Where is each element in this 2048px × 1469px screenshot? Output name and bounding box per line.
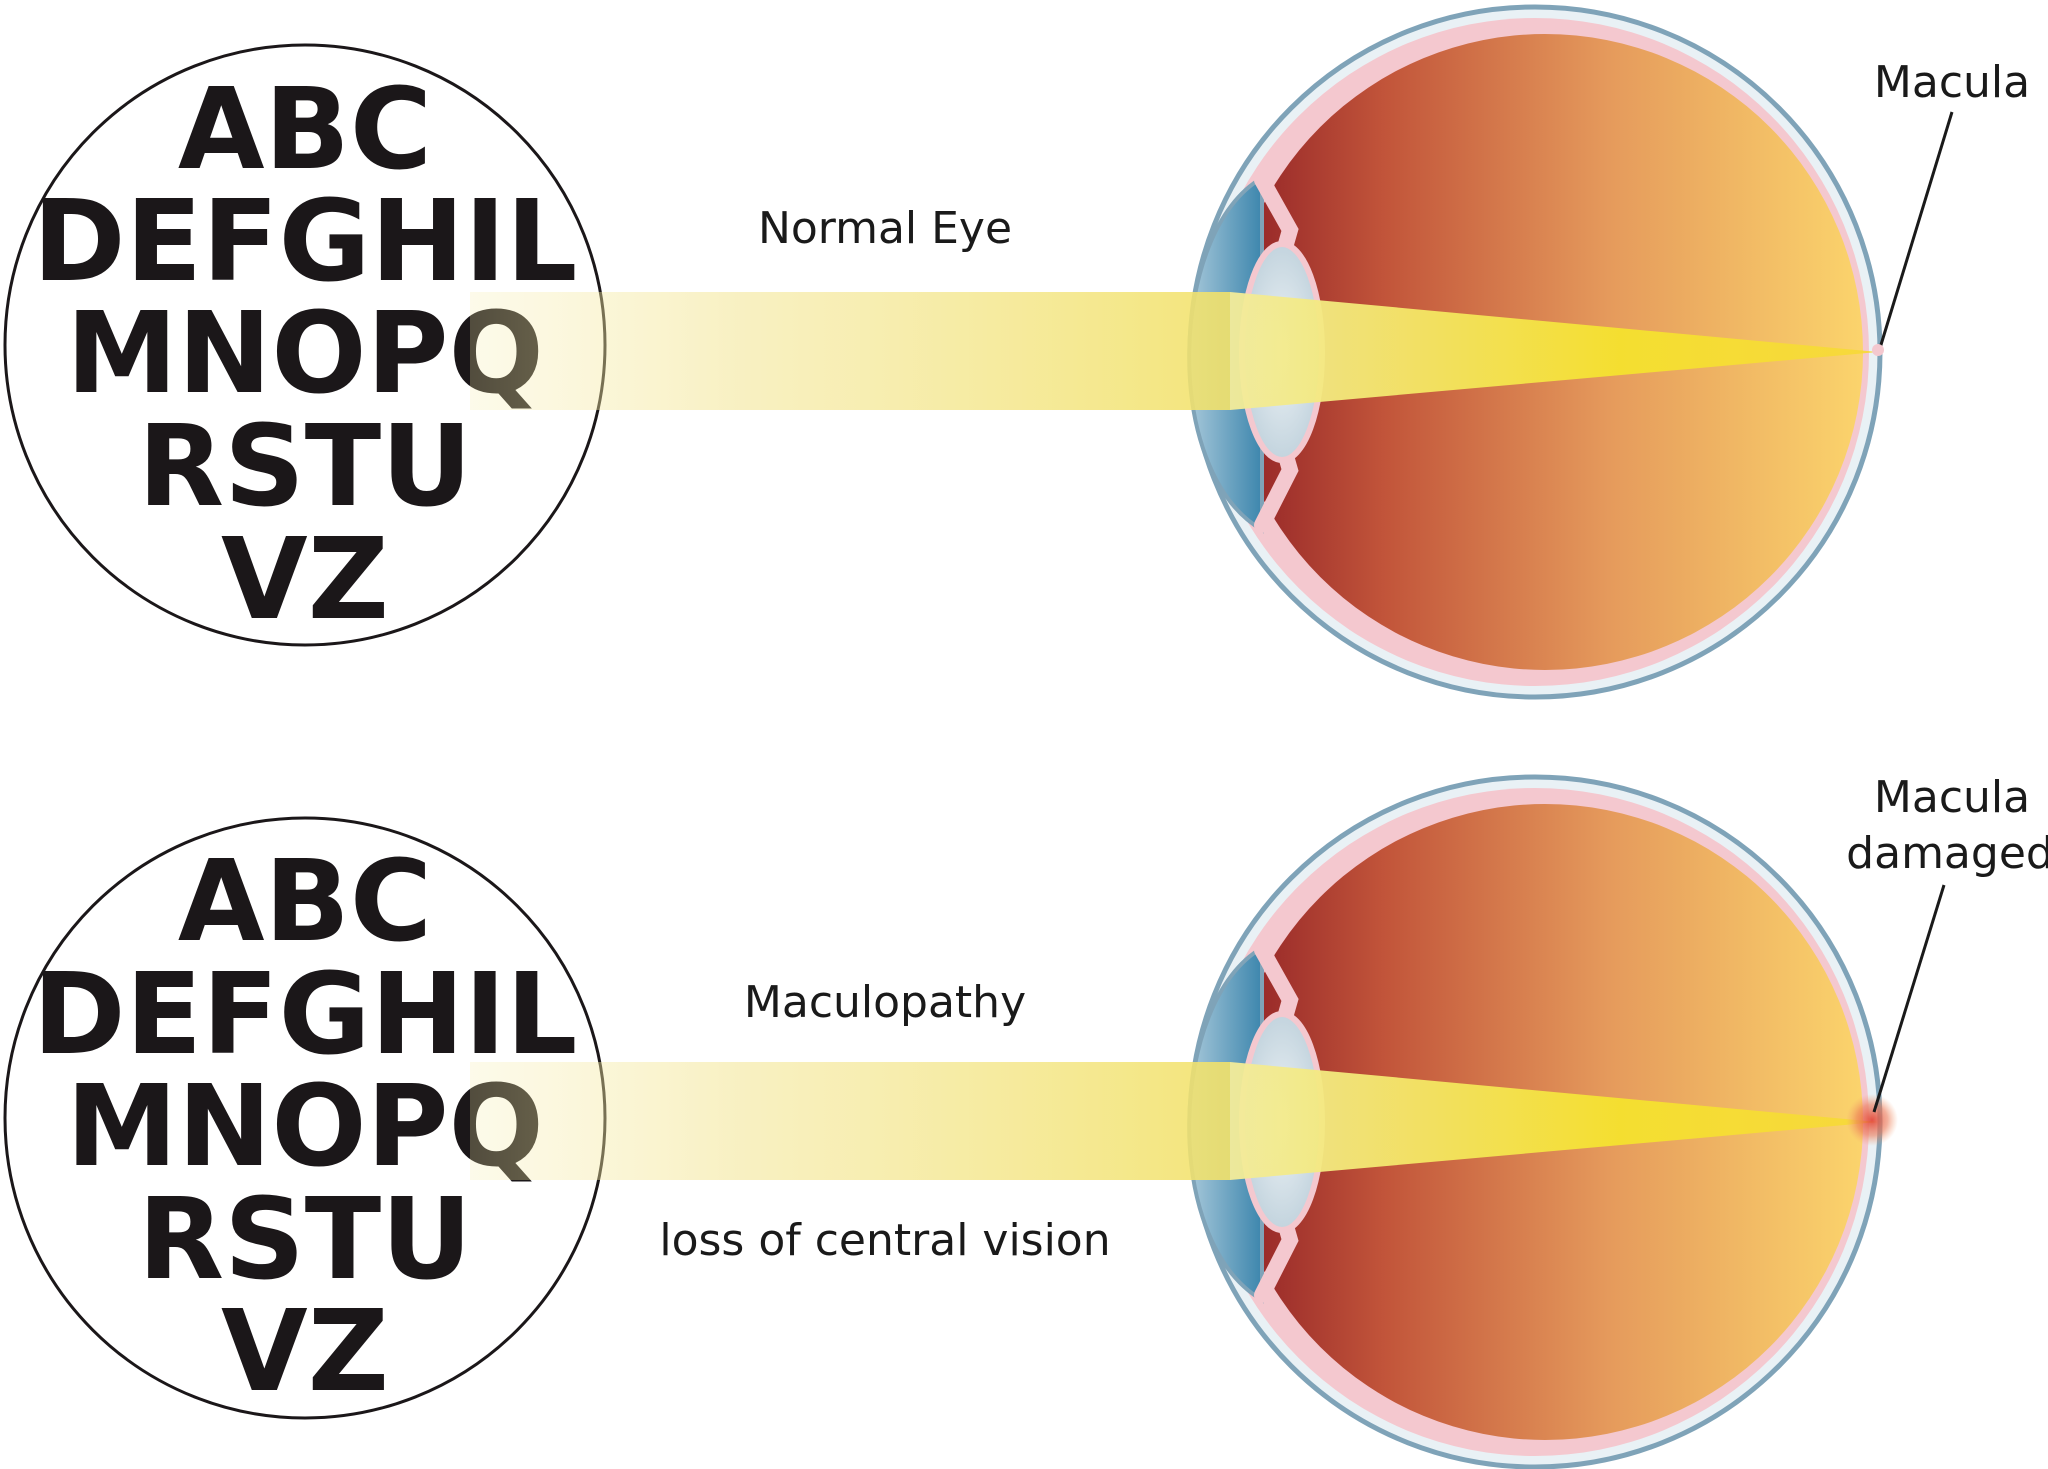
chart-line-5: VZ bbox=[221, 515, 389, 645]
macula-damaged-pointer bbox=[1872, 884, 1946, 1113]
maculopathy-title: Maculopathy bbox=[744, 977, 1026, 1028]
chart-line-3-blurred: MNOPQ bbox=[66, 1062, 544, 1192]
beam-cone bbox=[1230, 292, 1878, 410]
maculopathy-eye-chart: ABC DEFGHIL MNOPQ RSTU VZ bbox=[3, 816, 607, 1420]
normal-eye-chart: ABC DEFGHIL MNOPQ RSTU VZ bbox=[3, 43, 607, 647]
maculopathy-light-beam bbox=[470, 1062, 1878, 1180]
beam-band bbox=[470, 1062, 1230, 1180]
chart-line-1: ABC bbox=[178, 65, 432, 195]
maculopathy-panel: ABC DEFGHIL MNOPQ RSTU VZ Maculopathy lo… bbox=[3, 772, 2048, 1469]
chart-line-4-blurred: RSTU bbox=[138, 1175, 472, 1305]
macula-damaged-label-line2: damaged bbox=[1846, 828, 2048, 879]
maculopathy-subtitle: loss of central vision bbox=[659, 1215, 1110, 1266]
chart-line-2: DEFGHIL bbox=[33, 177, 578, 307]
macula-damaged-label-line1: Macula bbox=[1874, 772, 2030, 823]
chart-line-3: MNOPQ bbox=[66, 289, 544, 419]
chart-line-2-blurred: DEFGHIL bbox=[33, 950, 578, 1080]
chart-line-4: RSTU bbox=[138, 402, 472, 532]
macula-point bbox=[1872, 344, 1884, 356]
chart-line-5: VZ bbox=[221, 1287, 389, 1417]
normal-eye-panel: ABC DEFGHIL MNOPQ RSTU VZ Normal Eye Mac… bbox=[3, 4, 2030, 700]
macula-pointer bbox=[1878, 111, 1954, 349]
beam-cone bbox=[1230, 1062, 1878, 1180]
macula-label: Macula bbox=[1874, 57, 2030, 108]
beam-band bbox=[470, 292, 1230, 410]
chart-line-1: ABC bbox=[178, 837, 432, 967]
normal-eye-title: Normal Eye bbox=[758, 203, 1012, 254]
damaged-macula-spot bbox=[1846, 1094, 1898, 1146]
normal-light-beam bbox=[470, 292, 1878, 410]
